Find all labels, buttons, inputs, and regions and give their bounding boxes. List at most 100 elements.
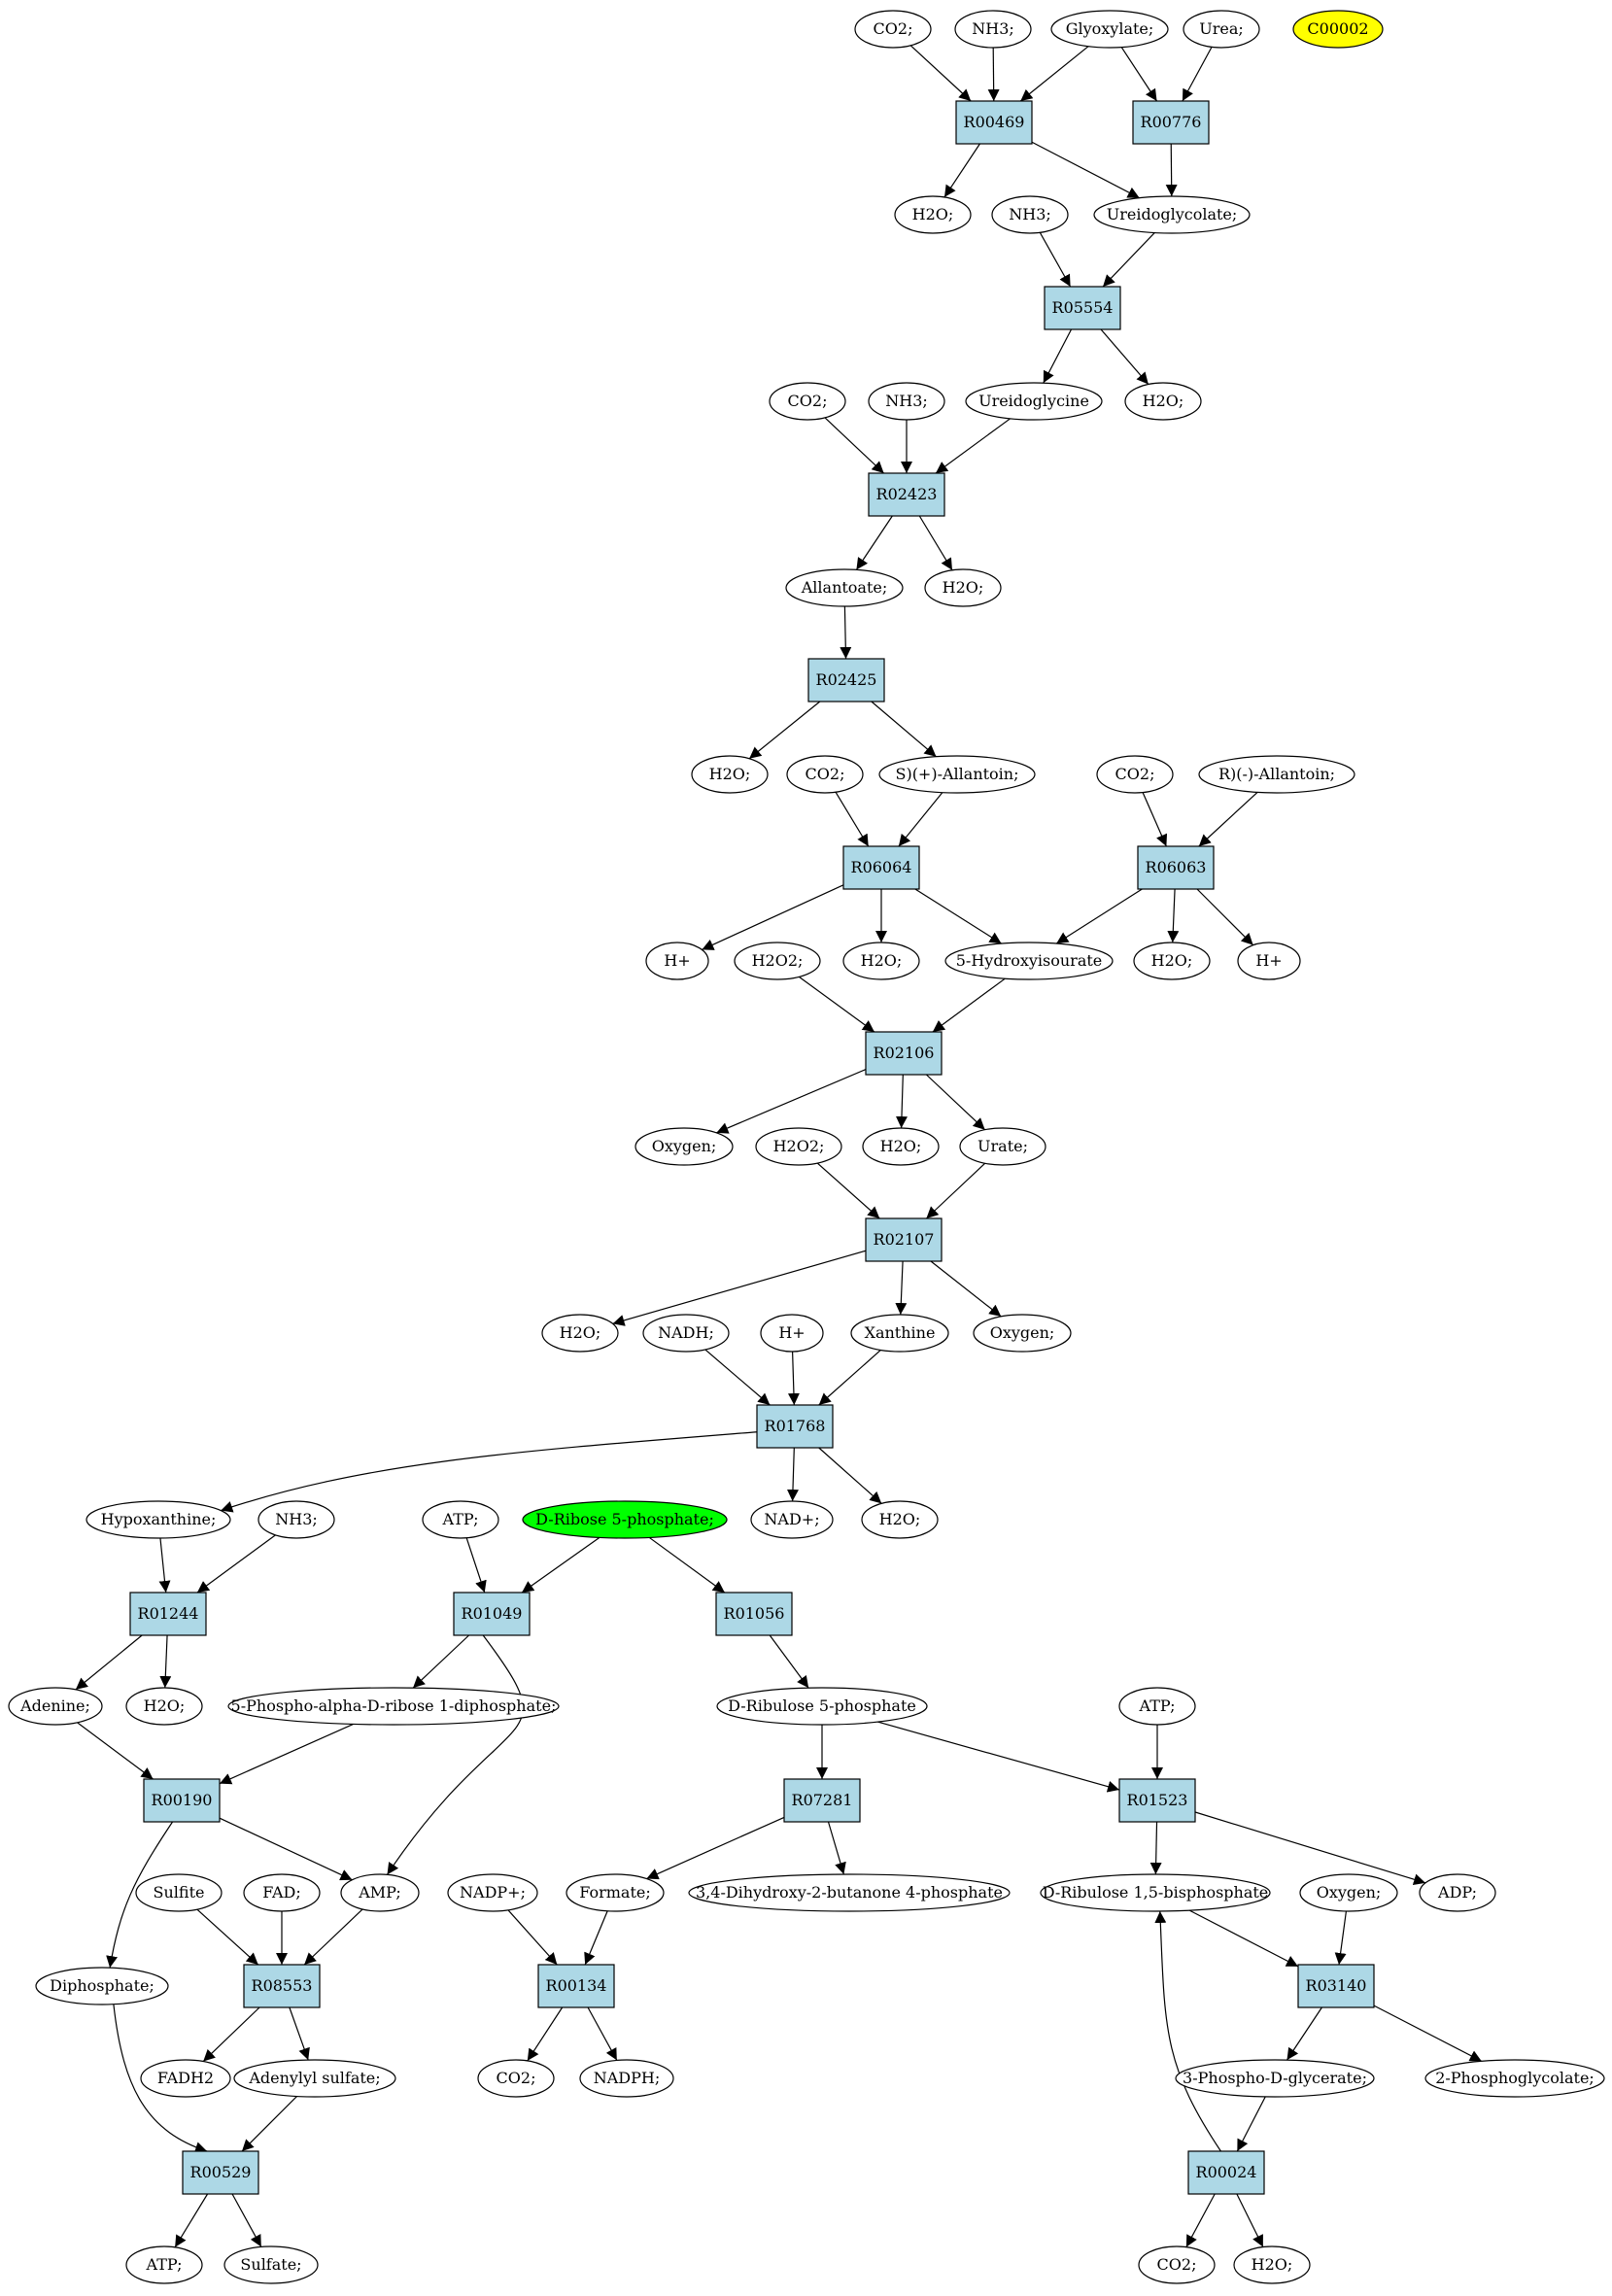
compound-node-nadpplus[interactable]: NADP+; [447, 1873, 538, 1912]
reaction-node-R00190[interactable]: R00190 [143, 1778, 221, 1823]
reaction-box[interactable] [143, 1778, 221, 1823]
compound-node-h2o2_a[interactable]: H2O2; [734, 942, 821, 980]
compound-ellipse[interactable] [1093, 195, 1251, 234]
compound-node-h2o_f[interactable]: H2O; [1133, 942, 1211, 980]
compound-ellipse[interactable] [760, 1314, 824, 1353]
reaction-node-R01768[interactable]: R01768 [756, 1404, 834, 1449]
reaction-box[interactable] [868, 472, 945, 517]
reaction-box[interactable] [1137, 845, 1215, 890]
compound-ellipse[interactable] [861, 1500, 939, 1539]
compound-node-oxygen_c[interactable]: Oxygen; [1299, 1873, 1398, 1912]
compound-ellipse[interactable] [1183, 10, 1260, 49]
compound-ellipse[interactable] [1118, 1687, 1196, 1726]
compound-node-co2_d[interactable]: CO2; [1096, 755, 1174, 794]
compound-node-nh3_d[interactable]: NH3; [257, 1500, 335, 1539]
compound-ellipse[interactable] [477, 2059, 555, 2098]
compound-ellipse[interactable] [233, 2059, 396, 2098]
compound-node-s_allantoin[interactable]: S)(+)-Allantoin; [878, 755, 1036, 794]
compound-node-fad[interactable]: FAD; [243, 1873, 321, 1912]
reaction-box[interactable] [865, 1217, 943, 1262]
compound-ellipse[interactable] [35, 1967, 169, 2005]
compound-node-diphosphate[interactable]: Diphosphate; [35, 1967, 169, 2005]
compound-ellipse[interactable] [642, 1314, 730, 1353]
compound-node-atp_c[interactable]: ATP; [125, 2245, 203, 2284]
reaction-node-R00134[interactable]: R00134 [537, 1964, 615, 2008]
compound-ellipse[interactable] [1198, 755, 1355, 794]
compound-node-oxygen_a[interactable]: Oxygen; [635, 1127, 734, 1166]
compound-ellipse[interactable] [635, 1127, 734, 1166]
compound-ellipse[interactable] [422, 1500, 499, 1539]
reaction-box[interactable] [1297, 1964, 1375, 2008]
compound-node-adenine[interactable]: Adenine; [8, 1687, 103, 1726]
compound-node-nadh[interactable]: NADH; [642, 1314, 730, 1353]
compound-ellipse[interactable] [1424, 2059, 1605, 2098]
reaction-node-R02423[interactable]: R02423 [868, 472, 945, 517]
compound-ellipse[interactable] [842, 942, 920, 980]
compound-ellipse[interactable] [340, 1873, 420, 1912]
reaction-box[interactable] [1044, 286, 1121, 330]
compound-node-h2o_b[interactable]: H2O; [1124, 382, 1202, 421]
compound-ellipse[interactable] [862, 1127, 940, 1166]
compound-ellipse[interactable] [223, 2245, 319, 2284]
reaction-box[interactable] [955, 100, 1033, 145]
compound-ellipse[interactable] [894, 195, 972, 234]
compound-ellipse[interactable] [688, 1873, 1011, 1912]
compound-ellipse[interactable] [1096, 755, 1174, 794]
reaction-box[interactable] [1187, 2150, 1265, 2195]
compound-node-co2_a[interactable]: CO2; [854, 10, 932, 49]
compound-ellipse[interactable] [125, 1687, 203, 1726]
compound-node-ribose5p[interactable]: D-Ribose 5-phosphate; [522, 1500, 728, 1539]
compound-node-atp_a[interactable]: ATP; [422, 1500, 499, 1539]
compound-ellipse[interactable] [850, 1314, 949, 1353]
compound-node-h2o_k[interactable]: H2O; [1233, 2245, 1311, 2284]
compound-node-rubp[interactable]: D-Ribulose 1,5-bisphosphate [1040, 1873, 1271, 1912]
compound-node-sulfite[interactable]: Sulfite [135, 1873, 223, 1912]
reaction-box[interactable] [1118, 1778, 1196, 1823]
compound-node-nadph[interactable]: NADPH; [579, 2059, 674, 2098]
compound-node-urea[interactable]: Urea; [1183, 10, 1260, 49]
compound-node-dhbp[interactable]: 3,4-Dihydroxy-2-butanone 4-phosphate [688, 1873, 1011, 1912]
compound-ellipse[interactable] [579, 2059, 674, 2098]
compound-node-pga3[interactable]: 3-Phospho-D-glycerate; [1175, 2059, 1375, 2098]
compound-node-r_allantoin[interactable]: R)(-)-Allantoin; [1198, 755, 1355, 794]
compound-ellipse[interactable] [854, 10, 932, 49]
compound-node-xanthine[interactable]: Xanthine [850, 1314, 949, 1353]
compound-ellipse[interactable] [86, 1500, 231, 1539]
compound-node-nadplus[interactable]: NAD+; [750, 1500, 834, 1539]
compound-ellipse[interactable] [227, 1687, 560, 1726]
reaction-node-R00024[interactable]: R00024 [1187, 2150, 1265, 2195]
compound-node-fadh2[interactable]: FADH2 [140, 2059, 231, 2098]
compound-ellipse[interactable] [924, 568, 1002, 607]
compound-ellipse[interactable] [786, 755, 864, 794]
reaction-box[interactable] [182, 2150, 259, 2195]
compound-node-h2o2_b[interactable]: H2O2; [755, 1127, 842, 1166]
compound-node-co2_f[interactable]: CO2; [1138, 2245, 1216, 2284]
compound-node-co2_c[interactable]: CO2; [786, 755, 864, 794]
compound-node-formate[interactable]: Formate; [566, 1873, 665, 1912]
compound-node-h2o_j[interactable]: H2O; [125, 1687, 203, 1726]
reaction-node-R01244[interactable]: R01244 [129, 1592, 207, 1636]
compound-ellipse[interactable] [257, 1500, 335, 1539]
compound-ellipse[interactable] [1237, 942, 1301, 980]
compound-ellipse[interactable] [1040, 1873, 1271, 1912]
compound-ellipse[interactable] [566, 1873, 665, 1912]
compound-ellipse[interactable] [991, 195, 1069, 234]
compound-node-h2o_c[interactable]: H2O; [924, 568, 1002, 607]
reaction-box[interactable] [756, 1404, 834, 1449]
compound-node-ribulose5p[interactable]: D-Ribulose 5-phosphate [716, 1687, 928, 1726]
compound-ellipse[interactable] [645, 942, 709, 980]
compound-node-atp_b[interactable]: ATP; [1118, 1687, 1196, 1726]
reaction-node-R06063[interactable]: R06063 [1137, 845, 1215, 890]
compound-ellipse[interactable] [1299, 1873, 1398, 1912]
compound-ellipse[interactable] [959, 1127, 1046, 1166]
compound-ellipse[interactable] [447, 1873, 538, 1912]
compound-ellipse[interactable] [1175, 2059, 1375, 2098]
compound-ellipse[interactable] [243, 1873, 321, 1912]
compound-ellipse[interactable] [522, 1500, 728, 1539]
compound-node-ureidoglycine[interactable]: Ureidoglycine [965, 382, 1103, 421]
compound-ellipse[interactable] [965, 382, 1103, 421]
compound-node-glyox[interactable]: Glyoxylate; [1050, 10, 1169, 49]
reaction-box[interactable] [537, 1964, 615, 2008]
compound-node-co2_b[interactable]: CO2; [769, 382, 846, 421]
reaction-node-R01056[interactable]: R01056 [715, 1592, 793, 1636]
